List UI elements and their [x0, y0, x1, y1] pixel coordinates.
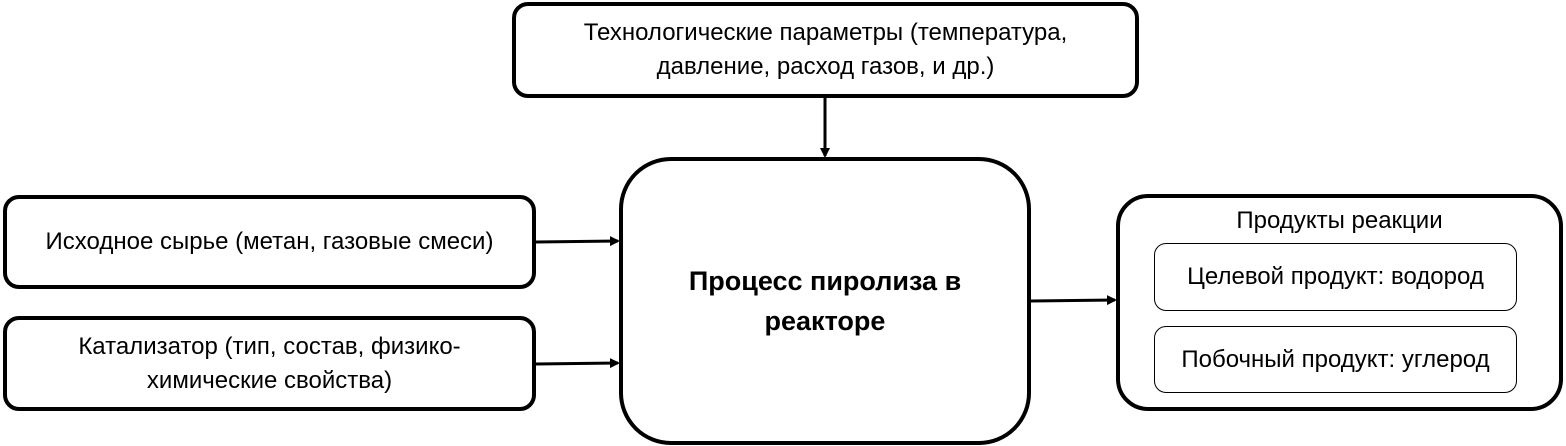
- byproduct-label: Побочный продукт: углерод: [1181, 345, 1490, 373]
- arrow-catalyst-to-process: [535, 358, 620, 369]
- target-product-box: Целевой продукт: водород: [1154, 243, 1517, 311]
- arrow-process-to-products: [1030, 295, 1117, 306]
- reaction-products-title: Продукты реакции: [1236, 207, 1443, 234]
- arrow-feed-to-process: [535, 236, 620, 247]
- reaction-products-box: Продукты реакции Целевой продукт: водоро…: [1116, 194, 1563, 411]
- pyrolysis-process-line1: Процесс пиролиза в: [688, 266, 962, 296]
- process-parameters-box: Технологические параметры (температура, …: [512, 2, 1139, 98]
- process-parameters-line2: давление, расход газов, и др.): [656, 53, 995, 80]
- catalyst-line2: химические свойства): [146, 366, 393, 394]
- target-product-label: Целевой продукт: водород: [1187, 263, 1484, 290]
- process-parameters-line1: Технологические параметры (температура,: [583, 19, 1068, 46]
- catalyst-box: Катализатор (тип, состав, физико- химиче…: [3, 316, 536, 411]
- pyrolysis-process-box: Процесс пиролиза в реакторе: [619, 157, 1031, 445]
- pyrolysis-process-line2: реакторе: [764, 306, 886, 336]
- feedstock-box: Исходное сырье (метан, газовые смеси): [3, 195, 536, 289]
- catalyst-line1: Катализатор (тип, состав, физико-: [78, 332, 461, 360]
- feedstock-label: Исходное сырье (метан, газовые смеси): [45, 228, 494, 255]
- byproduct-box: Побочный продукт: углерод: [1154, 326, 1517, 393]
